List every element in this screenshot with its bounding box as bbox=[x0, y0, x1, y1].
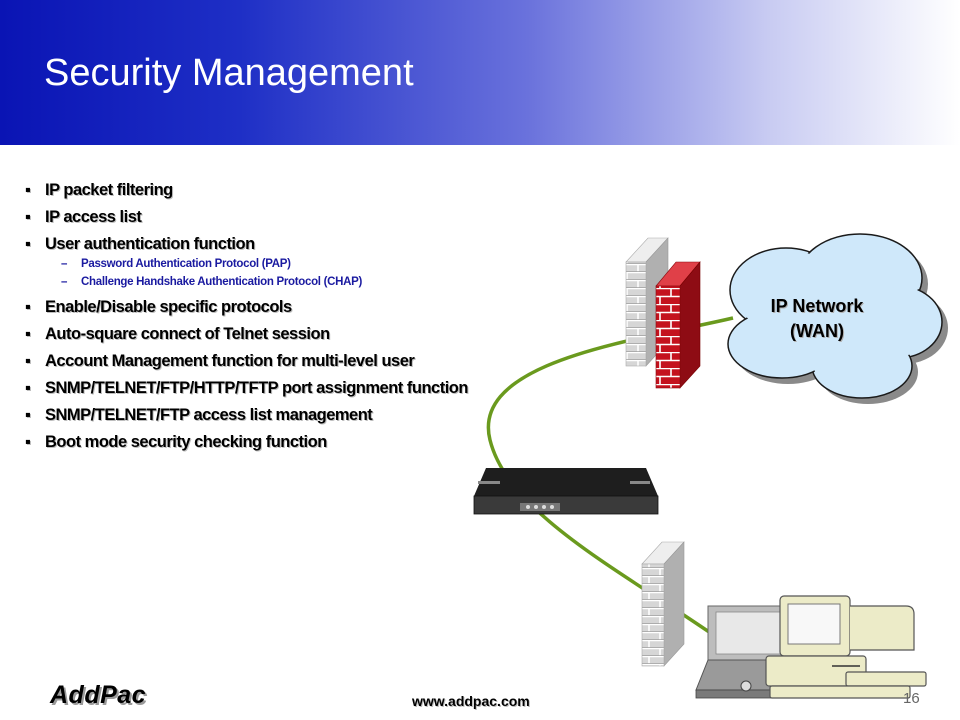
bullet-marker: ▪ bbox=[25, 235, 31, 253]
firewall-red-icon bbox=[655, 261, 701, 389]
bullet-marker: ▪ bbox=[25, 325, 31, 343]
cloud-label-line1: IP Network bbox=[770, 296, 864, 316]
bullet-item: ▪ Account Management function for multi-l… bbox=[25, 351, 505, 371]
desktop-computer-icon bbox=[765, 595, 927, 699]
bullet-text: IP packet filtering bbox=[45, 181, 173, 199]
title-banner bbox=[0, 0, 960, 145]
bullet-marker: ▪ bbox=[25, 433, 31, 451]
bullet-marker: ▪ bbox=[25, 406, 31, 424]
bullet-marker: ▪ bbox=[25, 379, 31, 397]
sub-bullet-marker: – bbox=[61, 258, 68, 270]
sub-bullet-text: Password Authentication Protocol (PAP) bbox=[81, 258, 291, 270]
company-logo: AddPac bbox=[50, 681, 147, 709]
sub-bullet-item: – Challenge Handshake Authentication Prot… bbox=[25, 275, 505, 289]
bullet-text: Account Management function for multi-le… bbox=[45, 352, 415, 370]
bullet-item: ▪ Boot mode security checking function bbox=[25, 432, 505, 452]
bullet-item: ▪ Enable/Disable specific protocols bbox=[25, 297, 505, 317]
bullet-text: Enable/Disable specific protocols bbox=[45, 298, 292, 316]
footer-url: www.addpac.com bbox=[412, 693, 530, 709]
bullet-item: ▪ SNMP/TELNET/FTP/HTTP/TFTP port assignme… bbox=[25, 378, 505, 398]
bullet-text: SNMP/TELNET/FTP/HTTP/TFTP port assignmen… bbox=[45, 379, 468, 397]
bullet-text: SNMP/TELNET/FTP access list management bbox=[45, 406, 373, 424]
bullet-marker: ▪ bbox=[25, 208, 31, 226]
router-device-icon bbox=[473, 468, 659, 515]
cloud-label-line2: (WAN) bbox=[790, 321, 844, 341]
bullet-marker: ▪ bbox=[25, 298, 31, 316]
cloud-label: IP Network (WAN) bbox=[752, 294, 882, 344]
slide-title: Security Management bbox=[44, 52, 414, 94]
bullet-list: ▪ IP packet filtering ▪ IP access list ▪ Us… bbox=[25, 180, 505, 459]
bullet-item: ▪ IP packet filtering bbox=[25, 180, 505, 200]
firewall-gray-lower-icon bbox=[641, 541, 685, 667]
bullet-item: ▪ IP access list bbox=[25, 207, 505, 227]
bullet-text: IP access list bbox=[45, 208, 142, 226]
bullet-text: Auto-square connect of Telnet session bbox=[45, 325, 330, 343]
bullet-item: ▪ SNMP/TELNET/FTP access list management bbox=[25, 405, 505, 425]
bullet-marker: ▪ bbox=[25, 352, 31, 370]
bullet-item: ▪ Auto-square connect of Telnet session bbox=[25, 324, 505, 344]
sub-bullet-marker: – bbox=[61, 276, 68, 288]
bullet-text: Boot mode security checking function bbox=[45, 433, 327, 451]
sub-bullet-text: Challenge Handshake Authentication Proto… bbox=[81, 276, 363, 288]
bullet-text: User authentication function bbox=[45, 235, 255, 253]
bullet-item: ▪ User authentication function bbox=[25, 234, 505, 254]
cloud-icon bbox=[727, 233, 948, 404]
page-number: 16 bbox=[903, 690, 920, 707]
sub-bullet-item: – Password Authentication Protocol (PAP) bbox=[25, 257, 505, 271]
bullet-marker: ▪ bbox=[25, 181, 31, 199]
